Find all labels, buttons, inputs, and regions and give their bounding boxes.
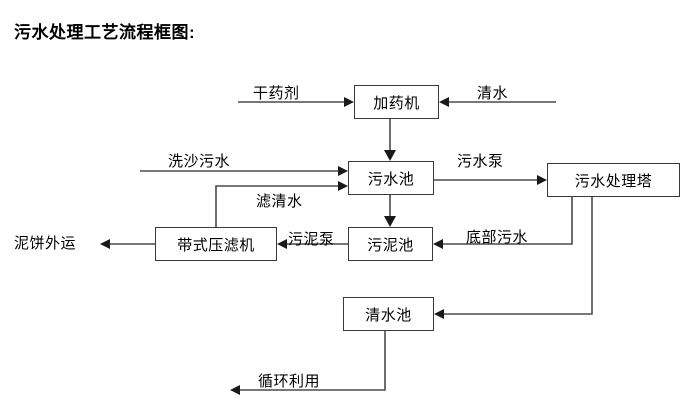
node-sewage-pool[interactable]: 污水池 — [348, 161, 434, 195]
terminal-label-mud-cake-transport-out: 泥饼外运 — [14, 235, 77, 252]
wire-tower-to-clean-water — [441, 197, 593, 315]
node-clean-water-pool[interactable]: 清水池 — [343, 297, 434, 331]
arrowhead-clean-water-in — [439, 97, 449, 107]
edge-label-sludge-pump: 污泥泵 — [288, 231, 335, 248]
arrowhead-sewage-to-sludge — [384, 216, 396, 227]
arrowhead-tower-to-clean-water — [434, 309, 444, 319]
arrowhead-mud-cake-out — [100, 239, 110, 249]
node-sludge-pool[interactable]: 污泥池 — [348, 227, 433, 261]
edge-label-sand-washing-sewage: 洗沙污水 — [168, 153, 231, 170]
arrowhead-bottom-sewage — [433, 239, 443, 249]
node-sewage-treatment-tower[interactable]: 污水处理塔 — [547, 163, 680, 197]
arrowhead-sand-washing-sewage — [338, 166, 348, 176]
arrowhead-filtered-clear-water — [338, 181, 348, 191]
edge-label-recycling-reuse: 循环利用 — [258, 373, 321, 390]
arrowhead-sewage-pump — [537, 175, 547, 185]
edge-label-filtered-clear-water: 滤清水 — [256, 193, 303, 210]
edge-label-clean-water-in: 清水 — [477, 85, 509, 102]
arrowhead-sludge-pump — [277, 239, 287, 249]
edge-label-bottom-sewage: 底部污水 — [466, 229, 529, 246]
page-title: 污水处理工艺流程框图: — [14, 23, 196, 42]
arrowhead-dry-agent — [344, 97, 354, 107]
node-dosing-machine[interactable]: 加药机 — [354, 85, 439, 119]
node-belt-filter-press[interactable]: 带式压滤机 — [155, 227, 277, 261]
arrowhead-recycling-reuse — [230, 385, 240, 395]
edge-label-dry-agent: 干药剂 — [253, 85, 300, 102]
edge-label-sewage-pump: 污水泵 — [457, 153, 504, 170]
arrowhead-dosing-to-sewage — [384, 150, 396, 161]
